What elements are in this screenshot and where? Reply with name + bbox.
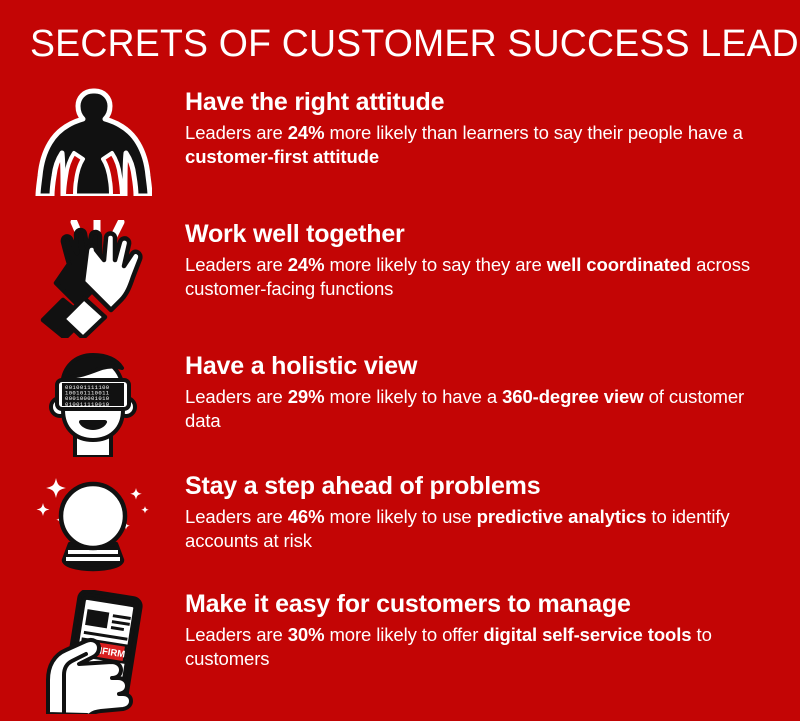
icon-cell bbox=[0, 220, 185, 338]
binary-line: 010011110010 bbox=[65, 401, 110, 408]
page-title: SECRETS OF CUSTOMER SUCCESS LEADERS bbox=[30, 23, 800, 65]
binary-line: 000100001010 bbox=[65, 395, 110, 402]
content-row: CONFIRM Make it easy for customers to ma… bbox=[0, 590, 800, 714]
row-heading: Work well together bbox=[185, 220, 405, 248]
stat-value: 29% bbox=[287, 386, 325, 407]
high-five-hands-icon bbox=[40, 220, 143, 338]
body-post: to customers bbox=[185, 624, 712, 669]
content-row: Work well together Leaders are 24% more … bbox=[0, 220, 800, 338]
row-body: Leaders are 29% more likely to have a 36… bbox=[185, 385, 784, 433]
row-heading: Stay a step ahead of problems bbox=[185, 472, 541, 500]
icon-cell: CONFIRM bbox=[0, 590, 185, 714]
body-mid: more likely to have a bbox=[324, 386, 503, 407]
icon-cell bbox=[0, 88, 185, 196]
binary-line: 001001111100 bbox=[65, 384, 110, 391]
row-body: Leaders are 30% more likely to offer dig… bbox=[185, 623, 784, 671]
body-post: of customer data bbox=[185, 386, 745, 431]
stat-value: 24% bbox=[287, 122, 325, 143]
content-row: Have the right attitude Leaders are 24% … bbox=[0, 88, 800, 196]
emphasis-phrase: well coordinated bbox=[546, 254, 692, 275]
content-row: 001001111100 100101110011 000100001010 0… bbox=[0, 352, 800, 457]
emphasis-phrase: predictive analytics bbox=[476, 506, 647, 527]
row-body: Leaders are 24% more likely than learner… bbox=[185, 121, 784, 169]
row-heading: Make it easy for customers to manage bbox=[185, 590, 631, 618]
content-row: Stay a step ahead of problems Leaders ar… bbox=[0, 472, 800, 572]
body-mid: more likely than learners to say their p… bbox=[324, 122, 743, 143]
body-pre: Leaders are bbox=[185, 506, 288, 527]
body-mid: more likely to use bbox=[324, 506, 477, 527]
body-pre: Leaders are bbox=[185, 386, 288, 407]
body-pre: Leaders are bbox=[185, 624, 288, 645]
emphasis-phrase: 360-degree view bbox=[502, 386, 644, 407]
body-pre: Leaders are bbox=[185, 122, 288, 143]
stat-value: 24% bbox=[287, 254, 325, 275]
text-cell: Have a holistic view Leaders are 29% mor… bbox=[185, 352, 800, 433]
text-cell: Make it easy for customers to manage Lea… bbox=[185, 590, 800, 671]
emphasis-phrase: customer-first attitude bbox=[185, 146, 380, 167]
vr-headset-binary-face-icon: 001001111100 100101110011 000100001010 0… bbox=[48, 353, 137, 457]
emphasis-phrase: digital self-service tools bbox=[483, 624, 692, 645]
row-heading: Have a holistic view bbox=[185, 352, 418, 380]
row-body: Leaders are 46% more likely to use predi… bbox=[185, 505, 784, 553]
icon-cell: 001001111100 100101110011 000100001010 0… bbox=[0, 352, 185, 457]
text-cell: Stay a step ahead of problems Leaders ar… bbox=[185, 472, 800, 553]
crystal-ball-icon bbox=[36, 478, 149, 572]
body-mid: more likely to say they are bbox=[324, 254, 547, 275]
stat-value: 30% bbox=[287, 624, 325, 645]
text-cell: Have the right attitude Leaders are 24% … bbox=[185, 88, 800, 169]
body-post: to identify accounts at risk bbox=[185, 506, 730, 551]
icon-cell bbox=[0, 472, 185, 572]
body-mid: more likely to offer bbox=[324, 624, 484, 645]
binary-line: 100101110011 bbox=[65, 390, 110, 397]
hand-holding-phone-confirm-icon: CONFIRM bbox=[45, 590, 143, 714]
stat-value: 46% bbox=[287, 506, 325, 527]
body-post: across customer-facing functions bbox=[185, 254, 751, 299]
person-hands-on-hips-silhouette-icon bbox=[35, 88, 152, 196]
text-cell: Work well together Leaders are 24% more … bbox=[185, 220, 800, 301]
row-heading: Have the right attitude bbox=[185, 88, 445, 116]
row-body: Leaders are 24% more likely to say they … bbox=[185, 253, 784, 301]
body-pre: Leaders are bbox=[185, 254, 288, 275]
